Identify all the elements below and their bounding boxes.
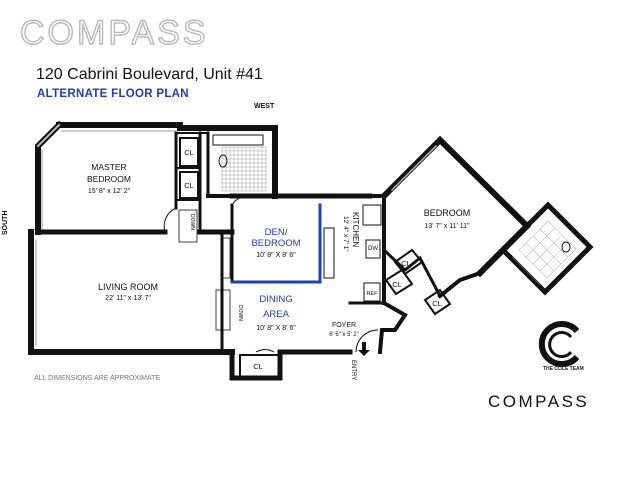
den-name-2: BEDROOM (251, 238, 300, 249)
foyer-name: FOYER (332, 322, 356, 329)
closet-label-6: CL (432, 299, 442, 308)
foyer-dims: 6' 6" x 5' 2" (329, 332, 359, 338)
room-labels: MASTER BEDROOM 15' 8" x 12' 2" LIVING RO… (87, 162, 470, 338)
closet-label-2: CL (184, 181, 194, 190)
listing-address: 120 Cabrini Boulevard, Unit #41 (36, 66, 263, 83)
entry-label: ENTRY (350, 360, 356, 380)
entry-arrow (358, 342, 370, 356)
door-swings (163, 195, 379, 353)
bathroom-tiles (212, 134, 577, 286)
cole-team-logo (538, 321, 580, 367)
fixture-labels: CL CL CL CL CL CL DOWN DOWN DW REF ENTRY (184, 148, 442, 380)
compass-west-label: WEST (254, 103, 275, 110)
living-room-dims: 22' 11" x 13' 7" (105, 295, 151, 302)
compass-logo-bottom: COMPASS (488, 392, 590, 411)
master-bedroom-dims: 15' 8" x 12' 2" (88, 188, 131, 195)
bedroom-dims: 13' 7" x 11' 11" (424, 223, 470, 230)
stair-markers (178, 209, 231, 331)
closet-label-1: CL (184, 148, 194, 157)
closet-label-5: CL (392, 280, 402, 289)
closet-label-3: CL (253, 362, 263, 371)
master-bedroom-name-2: BEDROOM (87, 174, 131, 184)
den-name-1: DEN/ (265, 227, 288, 238)
dining-name-2: AREA (263, 309, 290, 320)
closet-label-4: CL (401, 259, 411, 268)
dining-name-1: DINING (259, 294, 292, 305)
living-room-name: LIVING ROOM (98, 282, 158, 292)
compass-logo-top: COMPASS (19, 13, 209, 52)
dining-dims: 10' 8" X 8' 6" (256, 325, 296, 332)
den-dims: 10' 8" X 8' 6" (256, 252, 296, 259)
dishwasher-label: DW (368, 246, 378, 252)
master-bedroom-name-1: MASTER (91, 162, 126, 172)
kitchen-dims: 12' 4" x 7' 1" (342, 216, 349, 252)
down-label-2: DOWN (237, 305, 243, 321)
down-label-1: DOWN (189, 214, 195, 230)
kitchen-name: KITCHEN (351, 212, 360, 247)
bedroom-name: BEDROOM (424, 208, 471, 218)
refrigerator-label: REF (367, 291, 379, 297)
dimensions-note: ALL DIMENSIONS ARE APPROXIMATE (34, 375, 161, 382)
cole-team-label: THE COLE TEAM (543, 366, 584, 372)
floor-plan-subtitle: ALTERNATE FLOOR PLAN (37, 88, 189, 100)
